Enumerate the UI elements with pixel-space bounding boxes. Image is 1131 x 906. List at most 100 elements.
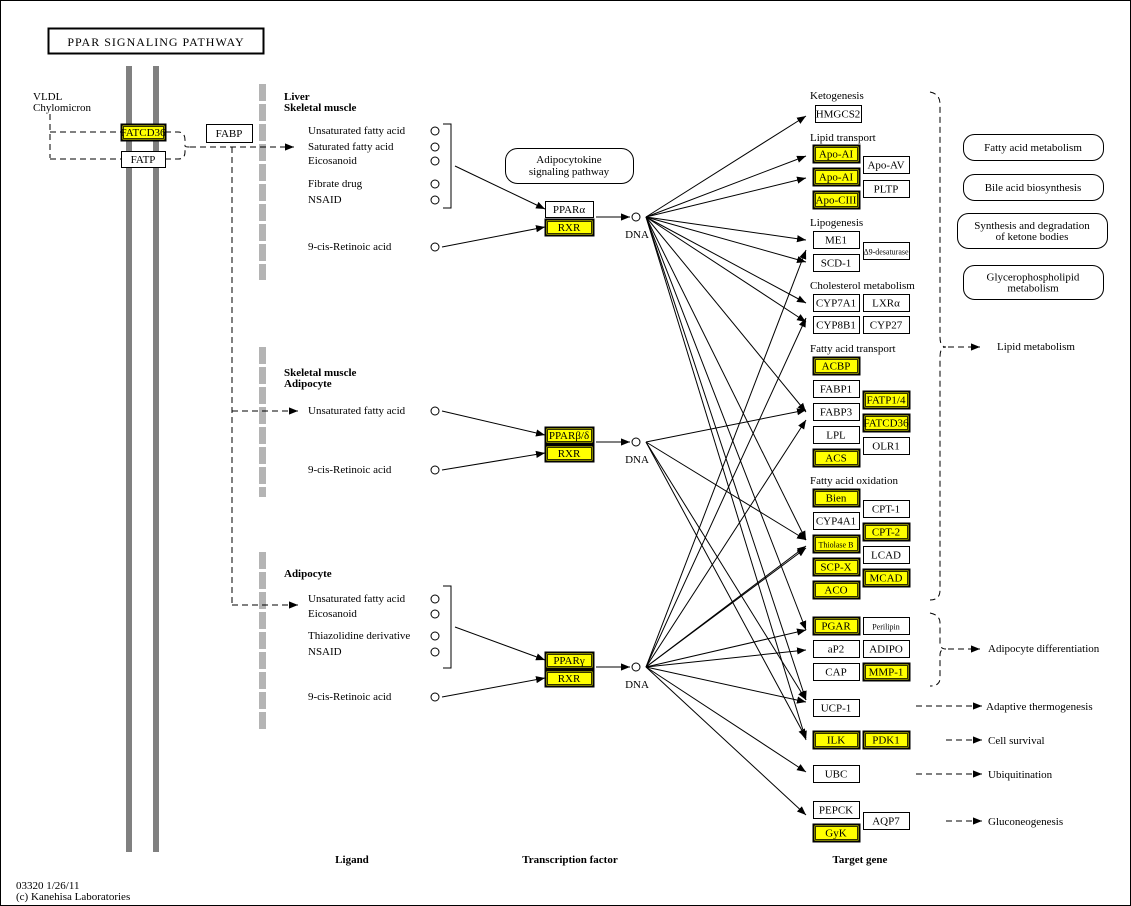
- target-gene-box[interactable]: [812, 616, 861, 636]
- target-gene-box[interactable]: [863, 242, 910, 260]
- target-gene-box[interactable]: [863, 500, 910, 518]
- outcome-cell-survival[interactable]: Cell survival: [988, 735, 1045, 747]
- target-gene-box[interactable]: [863, 812, 910, 830]
- target-gene-box[interactable]: [812, 144, 861, 164]
- target-gene-box[interactable]: [813, 765, 860, 783]
- target-gene-box[interactable]: [863, 294, 910, 312]
- target-gene[interactable]: CYP27: [863, 316, 910, 334]
- target-gene-box[interactable]: [862, 568, 911, 588]
- target-gene[interactable]: Δ9-desaturase: [863, 242, 910, 260]
- target-gene-box[interactable]: [813, 316, 860, 334]
- ligand-circle[interactable]: [430, 692, 440, 702]
- target-gene-box[interactable]: [862, 522, 911, 542]
- target-gene-box[interactable]: [813, 380, 860, 398]
- target-gene-box[interactable]: [862, 390, 911, 410]
- target-gene[interactable]: Bien: [812, 488, 861, 508]
- metabolism-map-link[interactable]: [963, 134, 1104, 161]
- target-gene[interactable]: PLTP: [863, 180, 910, 198]
- target-gene-box[interactable]: [815, 105, 862, 123]
- receptor-ppar[interactable]: PPARα: [545, 201, 594, 218]
- target-gene-box[interactable]: [812, 730, 861, 750]
- target-gene[interactable]: OLR1: [863, 437, 910, 455]
- target-gene-box[interactable]: [863, 180, 910, 198]
- ligand-circle[interactable]: [430, 631, 440, 641]
- ligand-circle[interactable]: [430, 126, 440, 136]
- target-gene-box[interactable]: [863, 640, 910, 658]
- target-gene[interactable]: CYP7A1: [813, 294, 860, 312]
- target-gene-box[interactable]: [812, 534, 861, 554]
- target-gene-box[interactable]: [813, 231, 860, 249]
- ligand-circle[interactable]: [430, 609, 440, 619]
- target-gene[interactable]: LPL: [813, 426, 860, 444]
- target-gene[interactable]: FABP1: [813, 380, 860, 398]
- target-gene[interactable]: CYP8B1: [813, 316, 860, 334]
- target-gene[interactable]: CYP4A1: [813, 512, 860, 530]
- target-gene[interactable]: LXRα: [863, 294, 910, 312]
- target-gene[interactable]: MMP-1: [862, 662, 911, 682]
- ligand-circle[interactable]: [430, 142, 440, 152]
- ligand-circle[interactable]: [430, 594, 440, 604]
- target-gene[interactable]: ACBP: [812, 356, 861, 376]
- target-gene[interactable]: ILK: [812, 730, 861, 750]
- target-gene[interactable]: UBC: [813, 765, 860, 783]
- target-gene[interactable]: Apo-AI: [812, 144, 861, 164]
- target-gene[interactable]: SCP-X: [812, 557, 861, 577]
- metabolism-map-link[interactable]: [957, 213, 1108, 249]
- target-gene-box[interactable]: [813, 254, 860, 272]
- outcome-adaptive-thermogenesis[interactable]: Adaptive thermogenesis: [986, 701, 1093, 713]
- target-gene[interactable]: FATCD36: [862, 413, 911, 433]
- target-gene[interactable]: GyK: [812, 823, 861, 843]
- target-gene[interactable]: aP2: [813, 640, 860, 658]
- adipocytokine-map-link[interactable]: [505, 148, 634, 184]
- target-gene[interactable]: AQP7: [863, 812, 910, 830]
- target-gene[interactable]: Thiolase B: [812, 534, 861, 554]
- gene-fatp[interactable]: FATP: [121, 151, 166, 168]
- target-gene-box[interactable]: [813, 403, 860, 421]
- target-gene[interactable]: CPT-2: [862, 522, 911, 542]
- receptor-rxr-box[interactable]: [544, 218, 595, 237]
- outcome-ubiquitination[interactable]: Ubiquitination: [988, 769, 1053, 781]
- receptor-ppar[interactable]: PPARγ: [544, 651, 595, 670]
- target-gene-box[interactable]: [812, 580, 861, 600]
- target-gene[interactable]: FABP3: [813, 403, 860, 421]
- target-gene-box[interactable]: [813, 294, 860, 312]
- ligand-circle[interactable]: [430, 242, 440, 252]
- target-gene-box[interactable]: [812, 557, 861, 577]
- gene-fatcd36[interactable]: FATCD36: [120, 123, 167, 142]
- outcome-lipid-metabolism[interactable]: Lipid metabolism: [997, 341, 1075, 353]
- receptor-rxr[interactable]: RXR: [544, 218, 595, 237]
- receptor-ppar[interactable]: PPARβ/δ: [544, 426, 595, 445]
- dna-circle[interactable]: [631, 212, 641, 222]
- target-gene[interactable]: CAP: [813, 663, 860, 681]
- target-gene-box[interactable]: [862, 662, 911, 682]
- target-gene-box[interactable]: [812, 823, 861, 843]
- receptor-rxr-box[interactable]: [544, 669, 595, 688]
- target-gene-box[interactable]: [862, 730, 911, 750]
- target-gene[interactable]: Apo-AV: [863, 156, 910, 174]
- ligand-circle[interactable]: [430, 647, 440, 657]
- gene-fabp-box[interactable]: [206, 124, 253, 143]
- target-gene[interactable]: Apo-AI: [812, 167, 861, 187]
- ligand-circle[interactable]: [430, 179, 440, 189]
- dna-circle[interactable]: [631, 437, 641, 447]
- ligand-circle[interactable]: [430, 156, 440, 166]
- target-gene[interactable]: PDK1: [862, 730, 911, 750]
- ligand-circle[interactable]: [430, 465, 440, 475]
- receptor-rxr[interactable]: RXR: [544, 444, 595, 463]
- target-gene-box[interactable]: [863, 437, 910, 455]
- target-gene[interactable]: ACS: [812, 448, 861, 468]
- target-gene[interactable]: PGAR: [812, 616, 861, 636]
- target-gene-box[interactable]: [812, 448, 861, 468]
- gene-fatp-box[interactable]: [121, 151, 166, 168]
- target-gene-box[interactable]: [813, 663, 860, 681]
- target-gene[interactable]: Apo-CIII: [812, 190, 861, 210]
- target-gene-box[interactable]: [813, 801, 860, 819]
- target-gene[interactable]: SCD-1: [813, 254, 860, 272]
- gene-fatcd36-box[interactable]: [120, 123, 167, 142]
- target-gene[interactable]: UCP-1: [813, 699, 860, 717]
- target-gene-box[interactable]: [812, 190, 861, 210]
- target-gene[interactable]: LCAD: [863, 546, 910, 564]
- metabolism-map-link[interactable]: [963, 265, 1104, 300]
- target-gene[interactable]: ME1: [813, 231, 860, 249]
- target-gene[interactable]: FATP1/4: [862, 390, 911, 410]
